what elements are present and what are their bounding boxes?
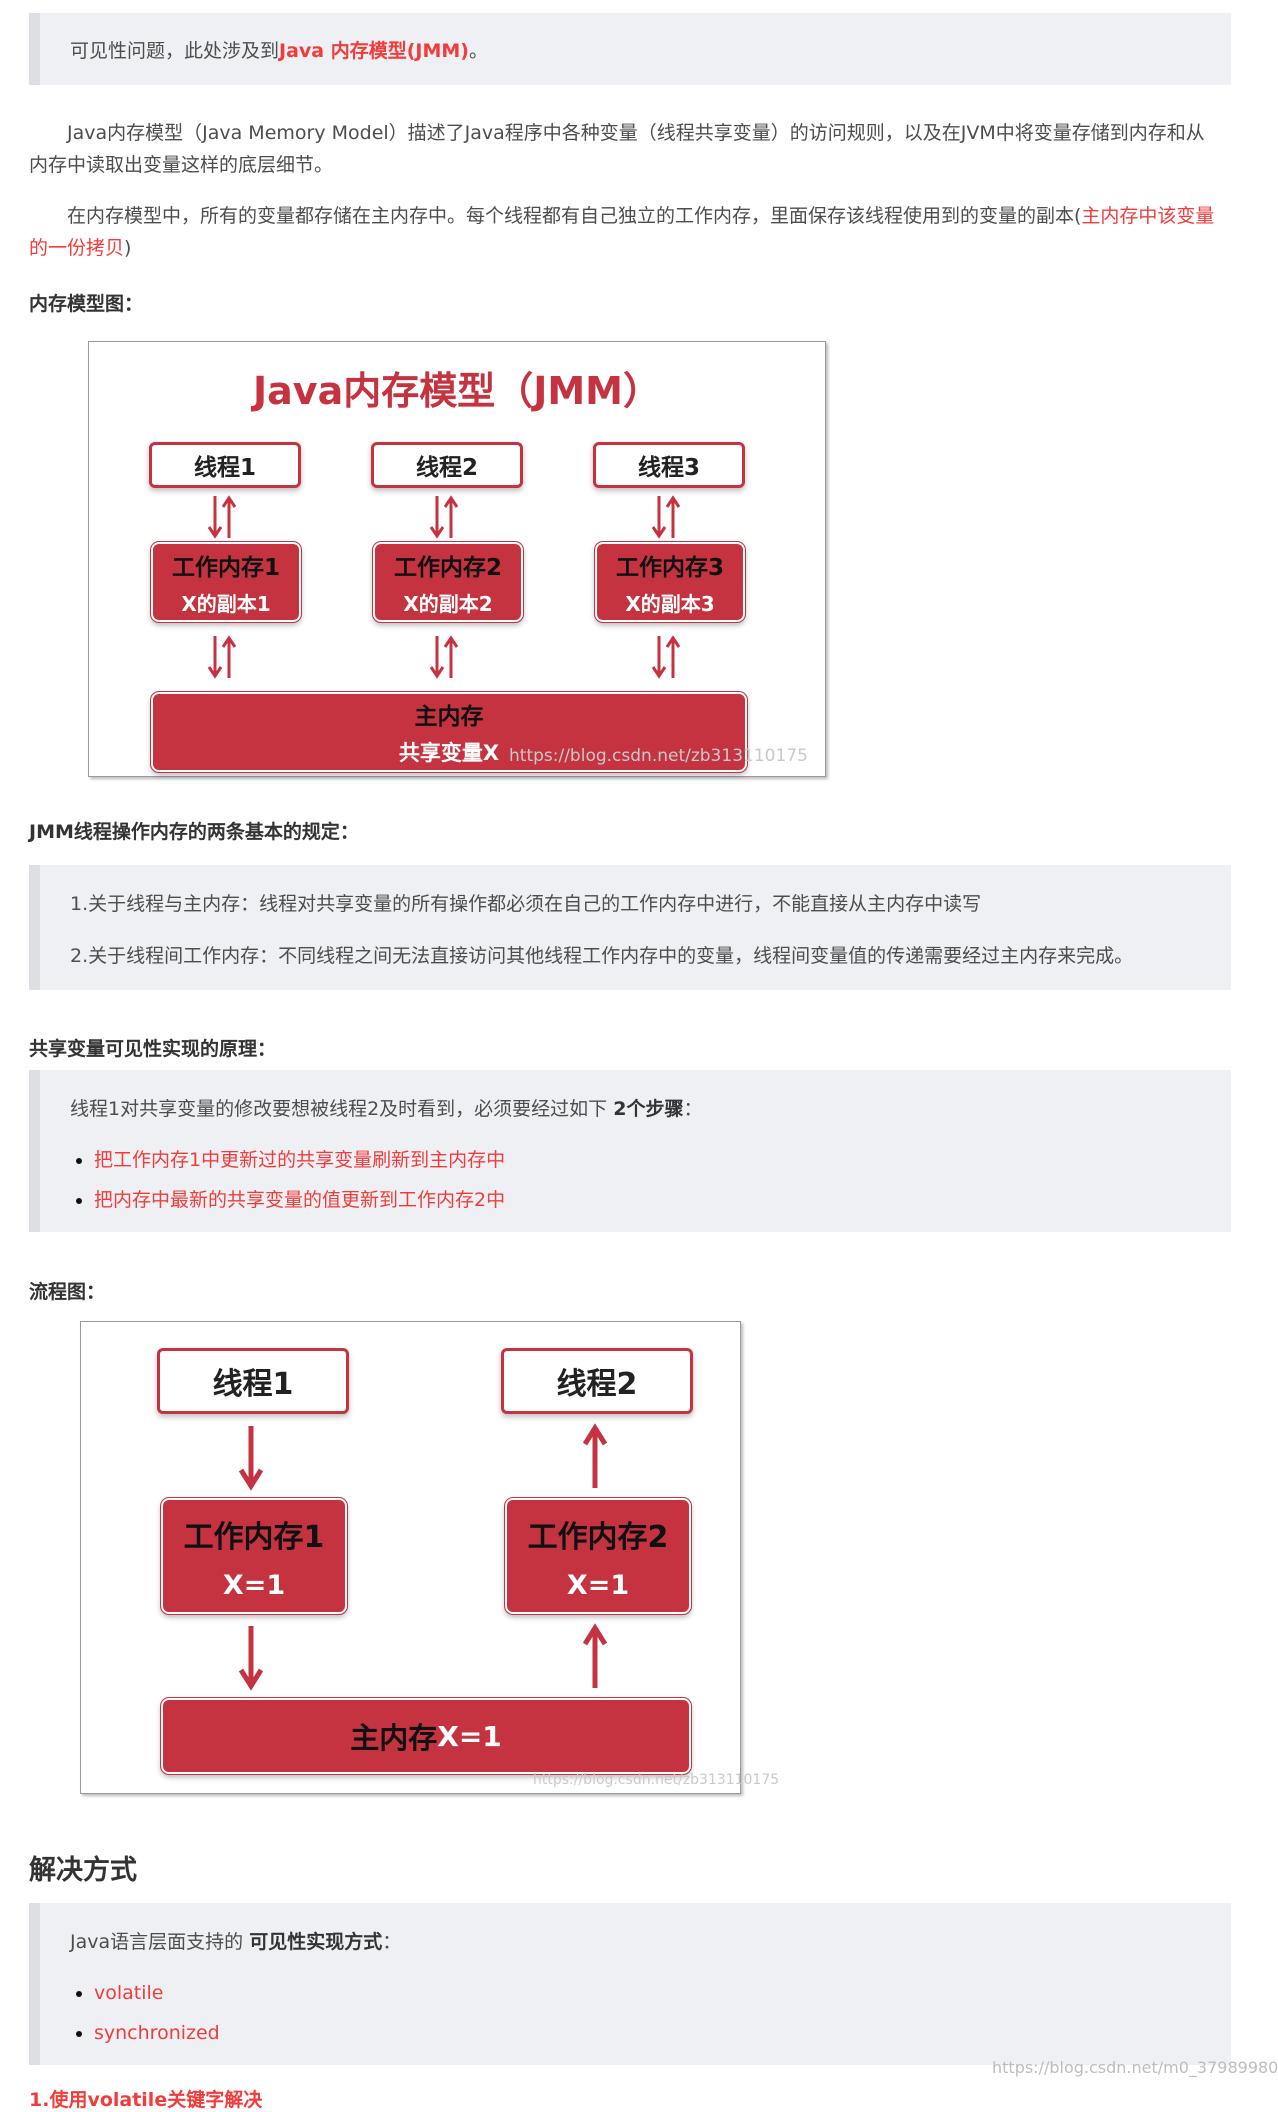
solution-quote: Java语言层面支持的 可见性实现方式： volatile synchroniz… bbox=[29, 1903, 1231, 2065]
solution-item: synchronized bbox=[94, 2013, 220, 2053]
thread-1-box: 线程1 bbox=[149, 442, 301, 488]
paragraph-memory-model-text: 在内存模型中，所有的变量都存储在主内存中。每个线程都有自己独立的工作内存，里面保… bbox=[67, 205, 1082, 227]
step-1-text: 把工作内存1中更新过的共享变量刷新到主内存中 bbox=[94, 1149, 506, 1171]
heading-visibility-principle: 共享变量可见性实现的原理： bbox=[29, 1038, 277, 1060]
rules-quote: 1.关于线程与主内存：线程对共享变量的所有操作都必须在自己的工作内存中进行，不能… bbox=[29, 865, 1231, 990]
arrow-up-work2-thread2 bbox=[582, 1423, 608, 1488]
thread-3-box: 线程3 bbox=[593, 442, 745, 488]
arrow-down-work1-main bbox=[238, 1626, 264, 1691]
jmm-diagram-watermark: https://blog.csdn.net/zb313110175 bbox=[509, 746, 808, 766]
flow-diagram: 线程1 线程2 工作内存1 X=1 工作内存2 X=1 主内存 X=1 http… bbox=[80, 1321, 779, 1794]
principle-text: 线程1对共享变量的修改要想被线程2及时看到，必须要经过如下 2个步骤： bbox=[70, 1094, 702, 1121]
flow-work-memory-2-label: 工作内存2 bbox=[527, 1519, 669, 1555]
flow-main-memory-box: 主内存 X=1 bbox=[160, 1697, 692, 1775]
paragraph-memory-model: 在内存模型中，所有的变量都存储在主内存中。每个线程都有自己独立的工作内存，里面保… bbox=[29, 200, 1219, 264]
solution-text: Java语言层面支持的 可见性实现方式： bbox=[70, 1927, 401, 1954]
paragraph-memory-model-end: ) bbox=[124, 237, 132, 259]
rule-2: 2.关于线程间工作内存：不同线程之间无法直接访问其他线程工作内存中的变量，线程间… bbox=[70, 945, 1134, 967]
solution-bold: 可见性实现方式 bbox=[249, 1931, 383, 1953]
jmm-link[interactable]: Java 内存模型(JMM) bbox=[279, 39, 469, 62]
arrows-thread3-work3 bbox=[651, 495, 681, 539]
solution-volatile: volatile bbox=[94, 1982, 164, 2004]
steps-list: 把工作内存1中更新过的共享变量刷新到主内存中 把内存中最新的共享变量的值更新到工… bbox=[40, 1140, 505, 1220]
thread-2-box: 线程2 bbox=[371, 442, 523, 488]
flow-work-memory-1-value: X=1 bbox=[222, 1569, 286, 1601]
work-memory-3-box: 工作内存3 X的副本3 bbox=[594, 541, 746, 623]
arrow-up-main-work2 bbox=[582, 1623, 608, 1688]
solution-item: volatile bbox=[94, 1973, 220, 2013]
main-memory-box: 主内存 共享变量X bbox=[150, 691, 748, 773]
step-item: 把内存中最新的共享变量的值更新到工作内存2中 bbox=[94, 1180, 505, 1220]
work-memory-2-label: 工作内存2 bbox=[393, 554, 502, 581]
arrows-work1-main bbox=[207, 635, 237, 679]
next-heading-cut: 1.使用volatile关键字解决 bbox=[29, 2089, 263, 2111]
flow-work-memory-1-box: 工作内存1 X=1 bbox=[160, 1497, 348, 1615]
flow-thread-2-box: 线程2 bbox=[501, 1348, 693, 1414]
solution-suffix: ： bbox=[382, 1931, 402, 1953]
jmm-diagram: Java内存模型（JMM） 线程1 线程2 线程3 工作内存1 X的副本1 工作… bbox=[88, 341, 826, 777]
work-memory-1-box: 工作内存1 X的副本1 bbox=[150, 541, 302, 623]
flow-work-memory-1-label: 工作内存1 bbox=[183, 1519, 325, 1555]
flow-diagram-watermark: https://blog.csdn.net/zb313110175 bbox=[533, 1772, 780, 1788]
flow-work-memory-2-box: 工作内存2 X=1 bbox=[504, 1497, 692, 1615]
main-memory-label: 主内存 bbox=[414, 704, 484, 730]
flow-main-memory-label: 主内存 bbox=[350, 1721, 438, 1755]
heading-flow-chart: 流程图： bbox=[29, 1281, 106, 1303]
work-memory-3-copy: X的副本3 bbox=[625, 591, 715, 616]
copy-highlight: 主内存中该变量的一份拷贝 bbox=[29, 205, 1215, 259]
rule-1: 1.关于线程与主内存：线程对共享变量的所有操作都必须在自己的工作内存中进行，不能… bbox=[70, 893, 982, 915]
work-memory-3-label: 工作内存3 bbox=[615, 554, 724, 581]
heading-solution: 解决方式 bbox=[29, 1855, 137, 1886]
principle-suffix: ： bbox=[683, 1098, 703, 1120]
shared-variable-label: 共享变量X bbox=[398, 741, 500, 765]
arrows-thread2-work2 bbox=[429, 495, 459, 539]
jmm-diagram-title: Java内存模型（JMM） bbox=[253, 369, 661, 413]
arrows-thread1-work1 bbox=[207, 495, 237, 539]
heading-jmm-rules: JMM线程操作内存的两条基本的规定： bbox=[29, 821, 359, 843]
arrows-work3-main bbox=[651, 635, 681, 679]
work-memory-1-label: 工作内存1 bbox=[171, 554, 280, 581]
work-memory-1-copy: X的副本1 bbox=[181, 591, 271, 616]
principle-quote: 线程1对共享变量的修改要想被线程2及时看到，必须要经过如下 2个步骤： 把工作内… bbox=[29, 1070, 1231, 1232]
principle-steps-bold: 2个步骤 bbox=[613, 1098, 684, 1120]
heading-memory-model: 内存模型图： bbox=[29, 293, 144, 315]
arrows-work2-main bbox=[429, 635, 459, 679]
step-2-text: 把内存中最新的共享变量的值更新到工作内存2中 bbox=[94, 1189, 506, 1211]
principle-prefix: 线程1对共享变量的修改要想被线程2及时看到，必须要经过如下 bbox=[70, 1098, 614, 1120]
paragraph-jmm-description: Java内存模型（Java Memory Model）描述了Java程序中各种变… bbox=[29, 122, 1205, 176]
solution-prefix: Java语言层面支持的 bbox=[70, 1931, 250, 1953]
step-item: 把工作内存1中更新过的共享变量刷新到主内存中 bbox=[94, 1140, 505, 1180]
intro-quote: 可见性问题，此处涉及到 Java 内存模型(JMM) 。 bbox=[29, 13, 1231, 85]
flow-work-memory-2-value: X=1 bbox=[566, 1569, 630, 1601]
arrow-down-thread1-work1 bbox=[238, 1426, 264, 1491]
solution-synchronized: synchronized bbox=[94, 2022, 220, 2044]
flow-thread-1-box: 线程1 bbox=[157, 1348, 349, 1414]
work-memory-2-copy: X的副本2 bbox=[403, 591, 493, 616]
page-watermark: https://blog.csdn.net/m0_37989980 bbox=[992, 2058, 1278, 2077]
flow-main-memory-value: X=1 bbox=[437, 1719, 502, 1753]
solution-list: volatile synchronized bbox=[40, 1973, 220, 2053]
intro-quote-text: 可见性问题，此处涉及到 bbox=[70, 39, 280, 62]
intro-quote-suffix: 。 bbox=[468, 39, 488, 62]
work-memory-2-box: 工作内存2 X的副本2 bbox=[372, 541, 524, 623]
